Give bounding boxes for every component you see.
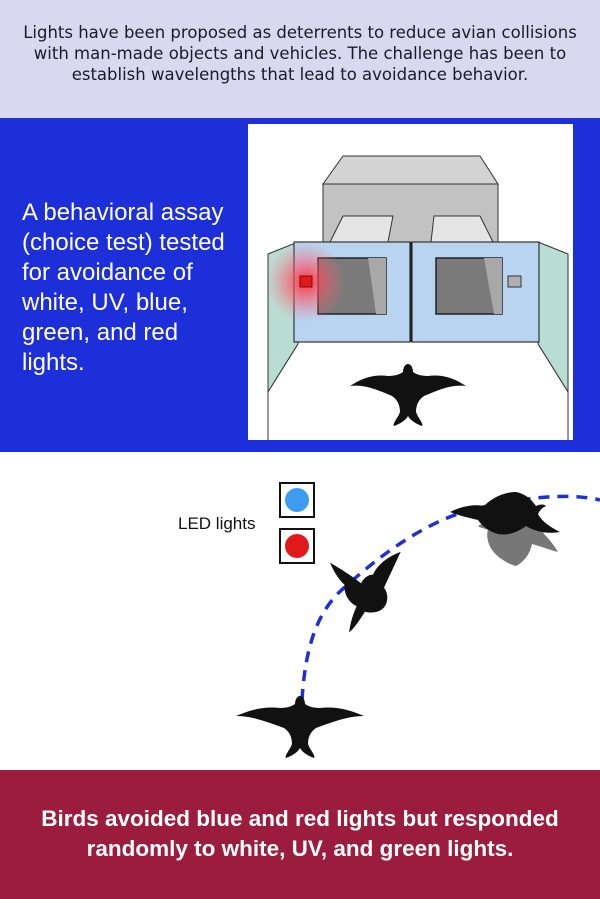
red-led (299, 275, 313, 288)
bird-silhouette-icon (350, 364, 466, 426)
led-lights-label: LED lights (178, 514, 256, 533)
assay-description: A behavioral assay (choice test) tested … (22, 199, 225, 376)
assay-panel: A behavioral assay (choice test) tested … (0, 118, 600, 452)
choice-test-apparatus (248, 124, 573, 440)
off-led (507, 275, 522, 288)
red-led-icon (285, 534, 309, 558)
bird-midflight-icon (330, 551, 401, 633)
flight-panel: LED lights (0, 452, 600, 770)
blue-led-icon (285, 488, 309, 512)
red-led-box (279, 528, 315, 564)
flight-path (300, 494, 600, 701)
blue-led-box (279, 482, 315, 518)
header-text: Lights have been proposed as deterrents … (23, 23, 577, 84)
header-banner: Lights have been proposed as deterrents … (0, 0, 600, 118)
conclusion-banner: Birds avoided blue and red lights but re… (0, 770, 600, 899)
apparatus-illustration (266, 155, 569, 440)
bird-start-icon (236, 696, 364, 758)
flight-illustration (236, 492, 600, 758)
conclusion-text: Birds avoided blue and red lights but re… (41, 806, 559, 861)
bird-end-icon (450, 492, 560, 535)
